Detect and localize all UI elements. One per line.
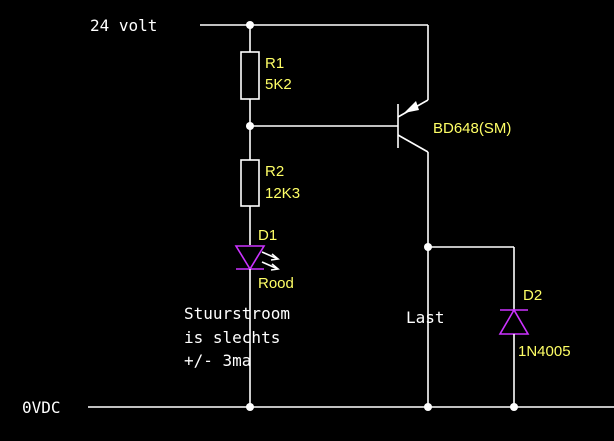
r1-name: R1 <box>265 55 284 72</box>
r2-name: R2 <box>265 163 284 180</box>
led-arrow-1 <box>261 251 279 260</box>
resistor-r2 <box>240 159 260 207</box>
d2-value: 1N4005 <box>518 343 571 360</box>
note-line-3: +/- 3ma <box>184 351 251 370</box>
d1-name: D1 <box>258 227 277 244</box>
note-line-1: Stuurstroom <box>184 304 290 323</box>
d1-value: Rood <box>258 275 294 292</box>
r1-value: 5K2 <box>265 76 292 93</box>
junction-ground-d1 <box>246 403 254 411</box>
load-label: Last <box>406 308 445 327</box>
resistor-r1 <box>240 51 260 100</box>
led-d1-triangle <box>234 245 266 271</box>
ground-label: 0VDC <box>22 398 61 417</box>
led-arrow-2 <box>261 261 279 270</box>
led-arrowhead-1 <box>270 253 280 261</box>
transistor-collector-lead <box>397 134 429 153</box>
transistor-label: BD648(SM) <box>433 120 511 137</box>
d2-name: D2 <box>523 287 542 304</box>
note-line-2: is slechts <box>184 328 280 347</box>
junction-ground-collector <box>424 403 432 411</box>
diode-d2-triangle <box>498 308 530 335</box>
supply-label: 24 volt <box>90 16 157 35</box>
transistor-emitter-arrow <box>404 101 419 113</box>
led-arrowhead-2 <box>270 263 280 271</box>
r2-value: 12K3 <box>265 185 300 202</box>
junction-ground-d2 <box>510 403 518 411</box>
